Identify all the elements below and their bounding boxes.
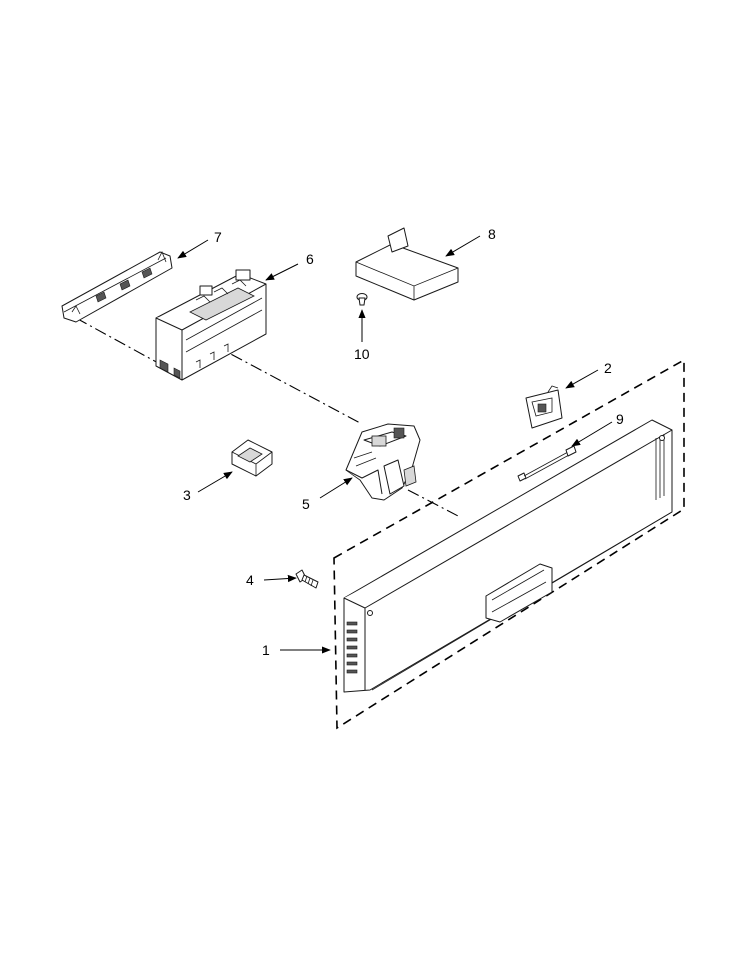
rail-part-7[interactable] [61, 251, 173, 323]
callout-10: 10 [354, 346, 370, 362]
latch-assembly-part-5[interactable] [345, 423, 421, 501]
leader-9 [571, 421, 613, 447]
callout-3: 3 [183, 487, 191, 503]
screw-part-4[interactable] [295, 569, 319, 589]
small-screw-part-10[interactable] [356, 293, 368, 306]
leader-5 [319, 477, 353, 499]
alignment-line-7-6 [75, 317, 161, 365]
control-module-part-6[interactable] [155, 269, 267, 381]
leader-2 [565, 369, 599, 389]
callout-9: 9 [616, 411, 624, 427]
callout-7: 7 [214, 229, 222, 245]
leader-8 [445, 235, 481, 257]
wire-harness-part-9[interactable] [517, 445, 577, 482]
leader-7 [177, 239, 209, 259]
cover-plate-part-8[interactable] [355, 227, 459, 301]
callout-8: 8 [488, 226, 496, 242]
alignment-line-6-5 [211, 343, 363, 425]
callout-1: 1 [262, 642, 270, 658]
leader-4 [263, 574, 297, 583]
callout-4: 4 [246, 572, 254, 588]
callout-6: 6 [306, 251, 314, 267]
bracket-part-2[interactable] [525, 385, 563, 429]
leader-3 [197, 471, 233, 493]
callout-2: 2 [604, 360, 612, 376]
alignment-line-5-panel [407, 489, 461, 518]
callout-5: 5 [302, 496, 310, 512]
clip-part-3[interactable] [231, 439, 273, 477]
console-panel-part-1[interactable] [343, 419, 673, 693]
leader-6 [265, 263, 299, 281]
